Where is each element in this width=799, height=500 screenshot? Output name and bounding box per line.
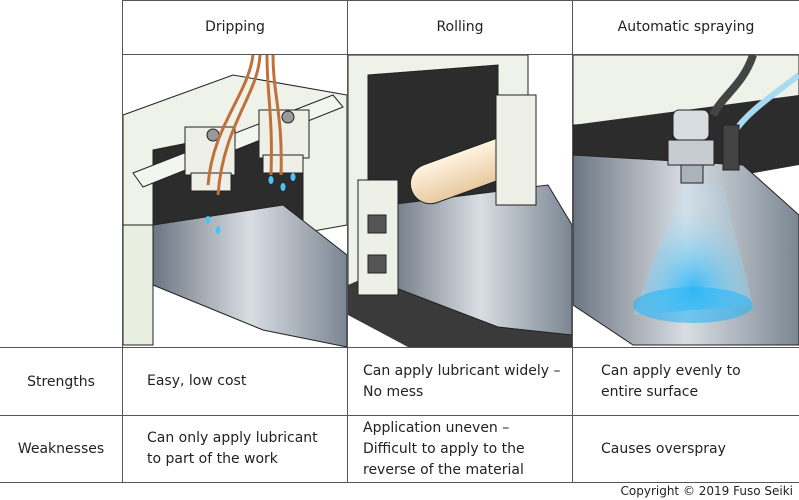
row-label-weaknesses: Weaknesses [17,441,105,457]
cell-text: Easy, low cost [147,373,247,389]
column-header-rolling: Rolling [436,19,484,35]
dripping-illustration [123,55,347,347]
table-line [0,415,799,416]
row-label-strengths: Strengths [27,373,95,390]
column-header-automatic-spraying: Automatic spraying [617,19,755,35]
column-header-dripping: Dripping [205,19,265,35]
table-line [0,482,799,483]
weaknesses-dripping: Can only apply lubricant to part of the … [147,416,345,482]
spraying-illustration [573,55,799,346]
table-line [0,347,799,348]
strengths-dripping: Easy, low cost [147,348,342,415]
weaknesses-spraying: Causes overspray [601,416,796,482]
strengths-rolling: Can apply lubricant widely – No mess [363,348,568,415]
rolling-illustration [348,55,572,347]
cell-text: Can only apply lubricant to part of the … [147,430,318,467]
table-line [122,0,799,1]
cell-text: Causes overspray [601,440,726,457]
cell-text: Application uneven – Difficult to apply … [363,419,525,478]
cell-text: Can apply lubricant widely – No mess [363,362,561,400]
copyright-notice: Copyright © 2019 Fuso Seiki [620,484,794,498]
strengths-spraying: Can apply evenly to entire surface [601,348,796,415]
weaknesses-rolling: Application uneven – Difficult to apply … [363,416,568,482]
cell-text: Can apply evenly to entire surface [601,362,741,400]
